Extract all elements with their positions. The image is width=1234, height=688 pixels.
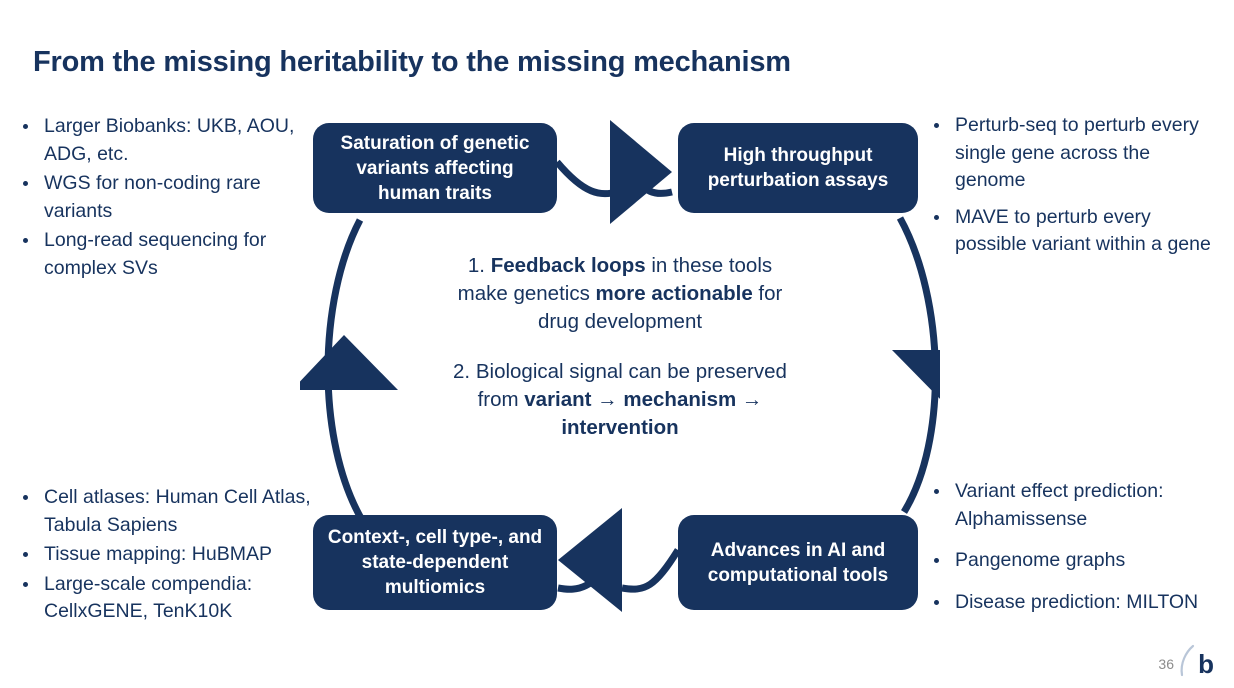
- cycle-diagram: Saturation of genetic variants affecting…: [300, 100, 940, 640]
- list-item: Cell atlases: Human Cell Atlas, Tabula S…: [14, 484, 314, 539]
- page-title: From the missing heritability to the mis…: [33, 46, 791, 78]
- center-annotation-1: 1. Feedback loops in these tools make ge…: [444, 252, 796, 336]
- arrow-right-icon: [610, 120, 672, 224]
- bullet-list-top-right: Perturb-seq to perturb every single gene…: [925, 112, 1225, 268]
- cycle-node-saturation[interactable]: Saturation of genetic variants affecting…: [313, 123, 557, 213]
- list-item: Long-read sequencing for complex SVs: [14, 227, 306, 282]
- cycle-node-advances-ai[interactable]: Advances in AI and computational tools: [678, 515, 918, 610]
- cycle-node-multiomics[interactable]: Context-, cell type-, and state-dependen…: [313, 515, 557, 610]
- annotation-2-bold-1: variant → mechanism → intervention: [524, 388, 763, 439]
- connector-bottom-right-segment: [621, 548, 681, 593]
- list-item: Pangenome graphs: [925, 547, 1225, 575]
- list-item: Variant effect prediction: Alphamissense: [925, 478, 1225, 533]
- annotation-1-number: 1.: [467, 254, 485, 277]
- logo-swoosh-icon: [1180, 644, 1195, 677]
- brand-logo: b: [1176, 644, 1214, 678]
- list-item: Perturb-seq to perturb every single gene…: [925, 112, 1225, 195]
- list-item: WGS for non-coding rare variants: [14, 170, 306, 225]
- list-item: Larger Biobanks: UKB, AOU, ADG, etc.: [14, 113, 306, 168]
- bullet-list-bottom-left: Cell atlases: Human Cell Atlas, Tabula S…: [14, 484, 314, 628]
- page-number: 36: [1158, 656, 1174, 672]
- annotation-1-text-1: in these tools make genetics: [457, 254, 773, 305]
- annotation-1-bold-2: more actionable: [595, 282, 753, 305]
- connector-top-left-segment: [554, 159, 619, 198]
- logo-letter: b: [1198, 649, 1214, 679]
- annotation-2-text-1: Biological signal can be preserved from: [470, 360, 787, 411]
- annotation-1-text-2: for drug development: [537, 282, 783, 333]
- list-item: Large-scale compendia: CellxGENE, TenK10…: [14, 571, 314, 626]
- annotation-1-bold-1: Feedback loops: [490, 254, 646, 277]
- arrow-left-icon: [558, 508, 622, 612]
- arrow-up-icon: [300, 335, 398, 390]
- list-item: MAVE to perturb every possible variant w…: [925, 204, 1225, 259]
- cycle-connectors: [300, 120, 940, 612]
- list-item: Disease prediction: MILTON: [925, 589, 1225, 617]
- cycle-node-high-throughput[interactable]: High throughput perturbation assays: [678, 123, 918, 213]
- bullet-list-bottom-right: Variant effect prediction: Alphamissense…: [925, 478, 1225, 630]
- center-annotation-2: 2. Biological signal can be preserved fr…: [444, 358, 796, 442]
- bullet-list-top-left: Larger Biobanks: UKB, AOU, ADG, etc. WGS…: [14, 113, 306, 284]
- annotation-2-number: 2.: [453, 360, 471, 383]
- list-item: Tissue mapping: HuBMAP: [14, 541, 314, 569]
- logo-swoosh-stroke: [1180, 644, 1195, 677]
- arrow-down-icon: [892, 350, 940, 399]
- center-annotations: 1. Feedback loops in these tools make ge…: [444, 252, 796, 442]
